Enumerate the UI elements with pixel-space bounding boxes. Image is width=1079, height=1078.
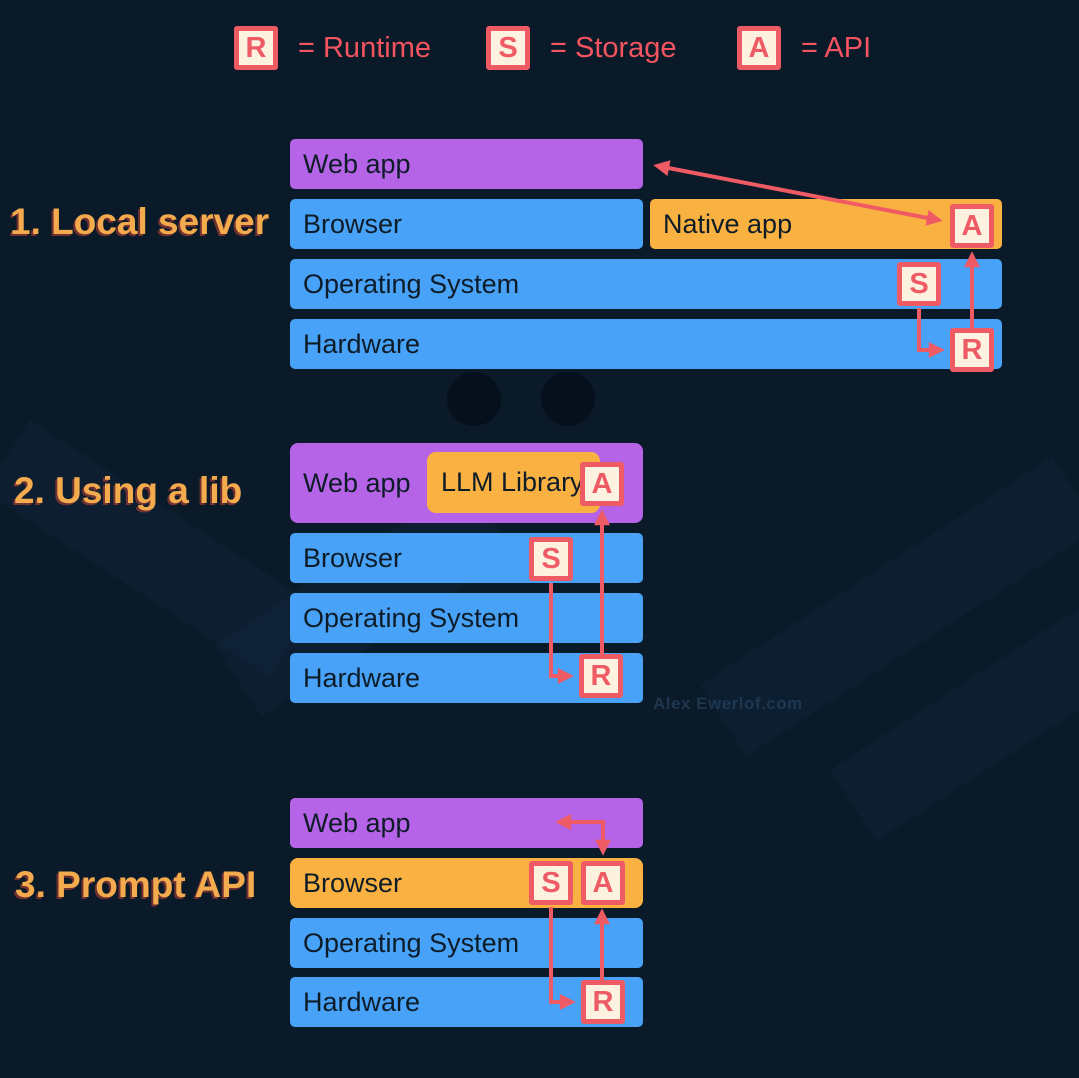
runtime-badge-icon: R — [234, 26, 278, 70]
section2-api-badge-icon: A — [580, 462, 624, 506]
section1-hardware-bar: Hardware — [290, 319, 1002, 369]
section3-webapp-bar: Web app — [290, 798, 643, 848]
section3-runtime-badge-icon: R — [581, 980, 625, 1024]
section3-title: 3. Prompt API — [15, 864, 257, 905]
legend-item-api: A = API — [737, 26, 871, 70]
section2-storage-badge-icon: S — [529, 537, 573, 581]
section1-os-bar: Operating System — [290, 259, 1002, 309]
legend-item-storage: S = Storage — [486, 26, 677, 70]
section2-os-bar: Operating System — [290, 593, 643, 643]
legend-api-label: = API — [801, 31, 872, 64]
section3-api-badge-icon: A — [581, 861, 625, 905]
section1-title: 1. Local server — [10, 201, 270, 242]
section2-runtime-badge-icon: R — [579, 654, 623, 698]
section2-llmlibrary-bar: LLM Library — [427, 452, 600, 513]
section1-storage-badge-icon: S — [897, 262, 941, 306]
watermark-circle — [541, 372, 595, 426]
storage-badge-icon: S — [486, 26, 530, 70]
legend-runtime-label: = Runtime — [298, 31, 431, 64]
legend-storage-label: = Storage — [550, 31, 677, 64]
section1-runtime-badge-icon: R — [950, 328, 994, 372]
section2-title: 2. Using a lib — [14, 470, 243, 511]
watermark-circle — [447, 372, 501, 426]
legend-item-runtime: R = Runtime — [234, 26, 431, 70]
section1-browser-bar: Browser — [290, 199, 643, 249]
section1-api-badge-icon: A — [950, 204, 994, 248]
section3-os-bar: Operating System — [290, 918, 643, 968]
watermark-text: Alex Ewerlof.com — [653, 694, 803, 713]
section3-storage-badge-icon: S — [529, 861, 573, 905]
api-badge-icon: A — [737, 26, 781, 70]
section2-browser-bar: Browser — [290, 533, 643, 583]
section1-webapp-bar: Web app — [290, 139, 643, 189]
